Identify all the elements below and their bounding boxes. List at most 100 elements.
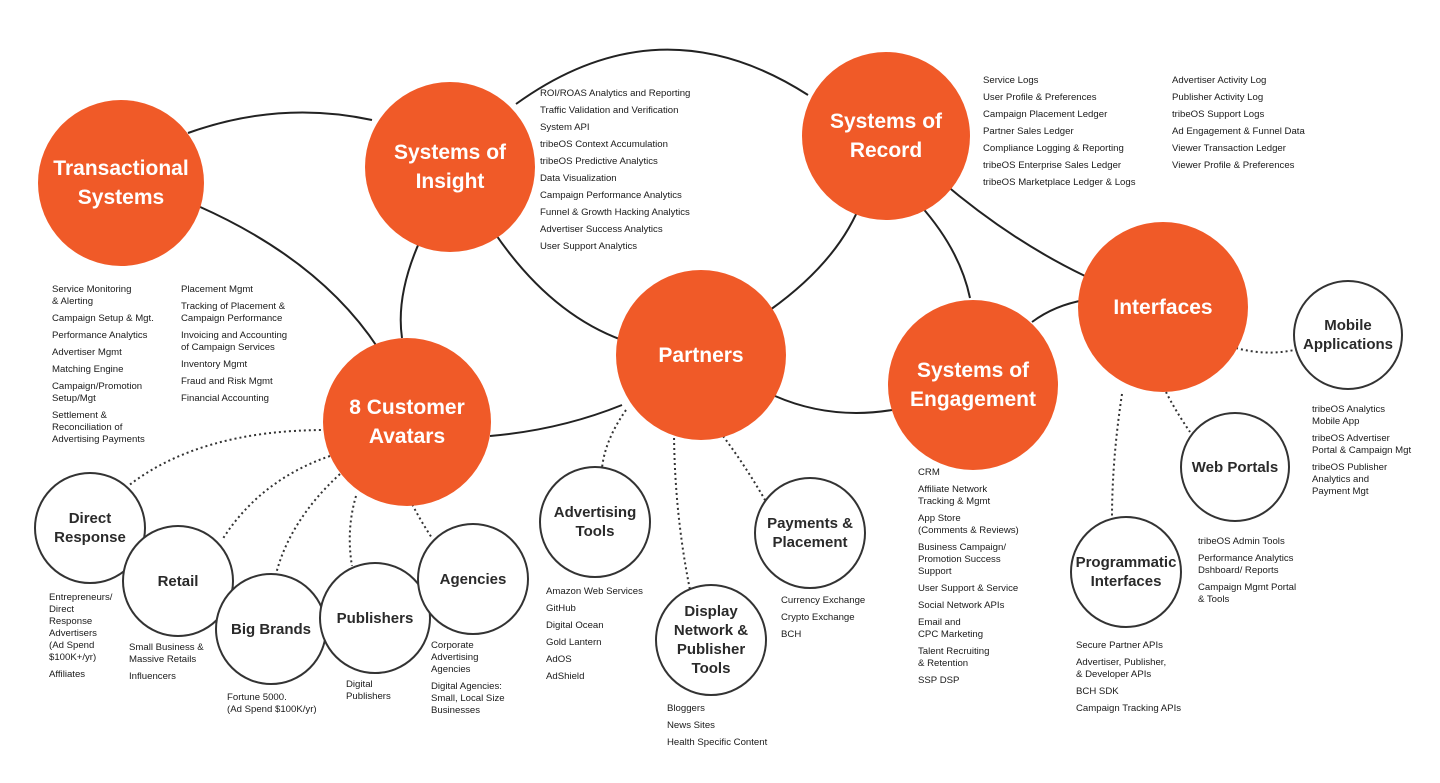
- list-item: Financial Accounting: [181, 393, 269, 404]
- list-item: User Support & Service: [918, 583, 1019, 594]
- list-item: SSP DSP: [918, 675, 960, 686]
- list-item: Placement Mgmt: [181, 284, 253, 295]
- list-item: tribeOS Enterprise Sales Ledger: [983, 160, 1122, 171]
- list-direct-response: Entrepreneurs/ Direct Response Advertise…: [49, 592, 129, 686]
- list-item: Influencers: [129, 671, 176, 682]
- node-label: Publishers: [336, 609, 414, 627]
- list-item: Campaign Placement Ledger: [983, 109, 1108, 120]
- node-systems-of-record: Systems of Record: [802, 52, 970, 220]
- node-display-network: Display Network & Publisher Tools: [655, 584, 767, 696]
- list-item: Talent Recruiting & Retention: [918, 646, 990, 669]
- dots-avatars-bigbrands: [275, 473, 341, 575]
- list-item: Service Logs: [983, 75, 1039, 86]
- node-label: Direct Response: [54, 510, 126, 546]
- dots-partners-advtools: [601, 409, 627, 469]
- list-retail: Small Business & Massive Retails Influen…: [129, 642, 229, 688]
- list-item: Fraud and Risk Mgmt: [181, 376, 273, 387]
- list-big-brands: Fortune 5000. (Ad Spend $100K/yr): [227, 692, 337, 721]
- node-label: Partners: [658, 343, 744, 367]
- list-transactional-1: Service Monitoring & Alerting Campaign S…: [52, 284, 177, 451]
- list-item: Campaign Setup & Mgt.: [52, 313, 154, 324]
- list-item: Advertiser Activity Log: [1172, 75, 1267, 86]
- node-label: Advertising Tools: [553, 504, 637, 540]
- list-item: Affiliate Network Tracking & Mgmt: [918, 484, 991, 507]
- list-item: News Sites: [667, 720, 715, 731]
- node-label: Systems of Record: [829, 110, 943, 162]
- node-label: Programmatic Interfaces: [1075, 554, 1177, 590]
- list-item: User Support Analytics: [540, 241, 638, 252]
- list-item: Secure Partner APIs: [1076, 640, 1163, 651]
- node-interfaces: Interfaces: [1078, 222, 1248, 392]
- node-label: Payments & Placement: [767, 515, 853, 551]
- node-advertising-tools: Advertising Tools: [539, 466, 651, 578]
- list-item: AdOS: [546, 654, 572, 665]
- list-display-network: Bloggers News Sites Health Specific Cont…: [667, 703, 797, 754]
- list-item: tribeOS Predictive Analytics: [540, 156, 658, 167]
- list-item: Campaign Tracking APIs: [1076, 703, 1182, 714]
- list-item: App Store (Comments & Reviews): [918, 513, 1019, 536]
- list-item: tribeOS Support Logs: [1172, 109, 1265, 120]
- list-item: tribeOS Publisher Analytics and Payment …: [1312, 462, 1388, 497]
- node-programmatic-interfaces: Programmatic Interfaces: [1070, 516, 1182, 628]
- list-item: Data Visualization: [540, 173, 617, 184]
- list-item: Settlement & Reconciliation of Advertisi…: [52, 410, 145, 445]
- list-item: Campaign Mgmt Portal & Tools: [1198, 582, 1297, 605]
- list-item: User Profile & Preferences: [983, 92, 1097, 103]
- node-systems-of-engagement: Systems of Engagement: [888, 300, 1058, 470]
- list-engagement: CRM Affiliate Network Tracking & Mgmt Ap…: [918, 467, 1048, 692]
- node-big-brands: Big Brands: [215, 573, 327, 685]
- list-item: Advertiser Mgmt: [52, 347, 122, 358]
- dots-avatars-retail: [221, 455, 331, 541]
- list-item: BCH: [781, 629, 802, 640]
- list-web-portals: tribeOS Admin Tools Performance Analytic…: [1198, 536, 1328, 611]
- list-programmatic: Secure Partner APIs Advertiser, Publishe…: [1076, 640, 1206, 720]
- node-label: Web Portals: [1191, 458, 1279, 476]
- node-label: Display Network & Publisher Tools: [673, 603, 749, 677]
- list-item: Campaign Performance Analytics: [540, 190, 682, 201]
- list-transactional-2: Placement Mgmt Tracking of Placement & C…: [181, 284, 311, 410]
- list-item: Social Network APIs: [918, 600, 1005, 611]
- dots-interfaces-mobile: [1235, 347, 1295, 354]
- node-label: Interfaces: [1113, 295, 1213, 319]
- list-item: Amazon Web Services: [546, 586, 643, 597]
- link-record-engagement: [919, 204, 971, 299]
- link-transactional-avatars: [197, 205, 379, 349]
- node-agencies: Agencies: [417, 523, 529, 635]
- link-record-interfaces: [939, 179, 1086, 277]
- list-item: Affiliates: [49, 669, 86, 680]
- list-item: Entrepreneurs/ Direct Response Advertise…: [49, 592, 113, 663]
- list-item: Crypto Exchange: [781, 612, 855, 623]
- list-publishers: Digital Publishers: [346, 679, 416, 708]
- list-item: Corporate Advertising Agencies: [431, 640, 479, 675]
- list-item: System API: [540, 122, 590, 133]
- dots-partners-display: [673, 427, 691, 591]
- node-label: Retail: [157, 572, 199, 590]
- list-item: Tracking of Placement & Campaign Perform…: [181, 301, 286, 324]
- list-item: Advertiser Success Analytics: [540, 224, 663, 235]
- dots-interfaces-programmatic: [1111, 393, 1123, 519]
- list-item: Publisher Activity Log: [1172, 92, 1264, 103]
- list-item: tribeOS Analytics Mobile App: [1312, 404, 1386, 427]
- list-item: tribeOS Admin Tools: [1198, 536, 1285, 547]
- dots-interfaces-web: [1165, 391, 1191, 433]
- list-item: Matching Engine: [52, 364, 124, 375]
- list-item: Viewer Transaction Ledger: [1172, 143, 1286, 154]
- list-agencies: Corporate Advertising Agencies Digital A…: [431, 640, 531, 722]
- list-item: Compliance Logging & Reporting: [983, 143, 1124, 154]
- node-label: Agencies: [439, 570, 507, 588]
- link-record-partners: [769, 199, 863, 311]
- list-item: BCH SDK: [1076, 686, 1119, 697]
- list-item: Invoicing and Accounting of Campaign Ser…: [181, 330, 288, 353]
- list-item: Digital Ocean: [546, 620, 604, 631]
- link-avatars-partners: [489, 404, 623, 437]
- node-label: Systems of Insight: [393, 141, 507, 193]
- node-mobile-applications: Mobile Applications: [1293, 280, 1403, 390]
- node-label: Transactional Systems: [53, 157, 189, 209]
- link-transactional-insight: [187, 111, 373, 134]
- node-customer-avatars: 8 Customer Avatars: [323, 338, 491, 506]
- link-insight-record: [515, 48, 809, 105]
- dots-avatars-publishers: [348, 495, 357, 567]
- list-insight: ROI/ROAS Analytics and Reporting Traffic…: [540, 88, 730, 258]
- list-item: tribeOS Context Accumulation: [540, 139, 668, 150]
